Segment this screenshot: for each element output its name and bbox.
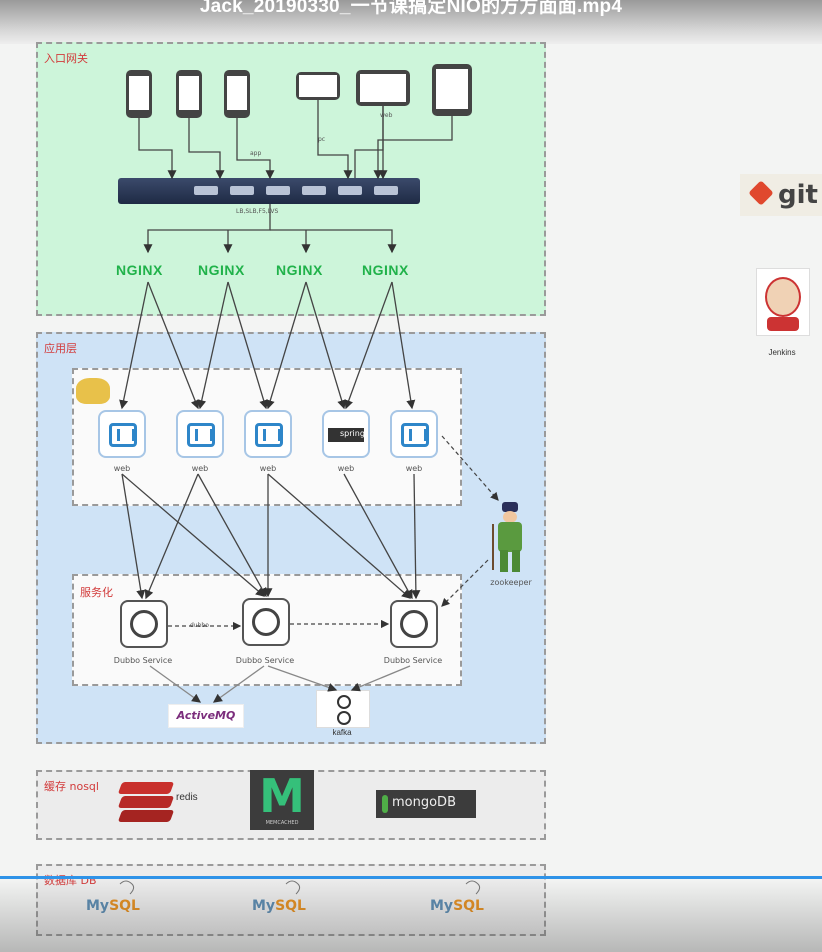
web-node [244,410,292,458]
tablet-icon [432,64,472,116]
nginx-logo: NGINX [276,262,323,278]
web-node-label: web [405,464,423,473]
nginx-logo: NGINX [198,262,245,278]
dubbo-service-node [390,600,438,648]
kafka-label: kafka [332,728,352,737]
web-node-spring: spring [322,410,370,458]
web-node [390,410,438,458]
gateway-layer-label: 入口网关 [44,52,88,65]
memcached-logo: M MEMCACHED [250,770,314,830]
dubbo-service-label: Dubbo Service [383,656,443,665]
tomcat-icon [76,378,110,404]
video-progress-bar[interactable] [0,876,822,879]
nginx-logo: NGINX [362,262,409,278]
phone-icon [126,70,152,118]
git-label: git [778,180,818,210]
web-node-label: web [191,464,209,473]
memcached-label: MEMCACHED [265,820,299,826]
video-title: Jack_20190330_一节课搞定NIO的方方面面.mp4 [0,0,822,44]
phone-icon [224,70,250,118]
device-tag-pc: pc [318,136,326,143]
cache-layer-label: 缓存 nosql [44,780,99,793]
switch-label: LB,SLB,F5,LVS [236,208,279,215]
dubbo-service-label: Dubbo Service [235,656,295,665]
service-layer-label: 服务化 [80,586,113,599]
git-logo: git [740,174,822,216]
monitor-icon [356,70,410,106]
dubbo-service-node [242,598,290,646]
web-node-label: web [259,464,277,473]
jenkins-logo [756,268,810,336]
device-tag-web: web [380,112,393,119]
activemq-logo: ActiveMQ [168,704,244,728]
spring-label: spring [340,429,365,438]
load-balancer-switch [118,178,420,204]
mongodb-label: mongoDB [392,795,456,810]
redis-label: redis [176,792,198,803]
phone-icon [176,70,202,118]
mongodb-leaf-icon [382,795,388,813]
zookeeper-label: zookeeper [490,578,532,587]
kafka-logo [316,690,370,728]
zookeeper-icon [492,502,528,574]
web-node [176,410,224,458]
web-node [98,410,146,458]
web-node-label: web [113,464,131,473]
spring-logo [328,428,364,442]
web-node-label: web [337,464,355,473]
mysql-logo: MySQL [430,898,484,914]
dubbo-service-label: Dubbo Service [113,656,173,665]
jenkins-label: Jenkins [768,348,796,357]
app-layer-label: 应用层 [44,342,77,355]
laptop-icon [296,72,340,100]
device-tag-app: app [250,150,262,157]
dubbo-service-node [120,600,168,648]
mysql-logo: MySQL [252,898,306,914]
mysql-logo: MySQL [86,898,140,914]
mongodb-logo: mongoDB [376,790,476,818]
nginx-logo: NGINX [116,262,163,278]
